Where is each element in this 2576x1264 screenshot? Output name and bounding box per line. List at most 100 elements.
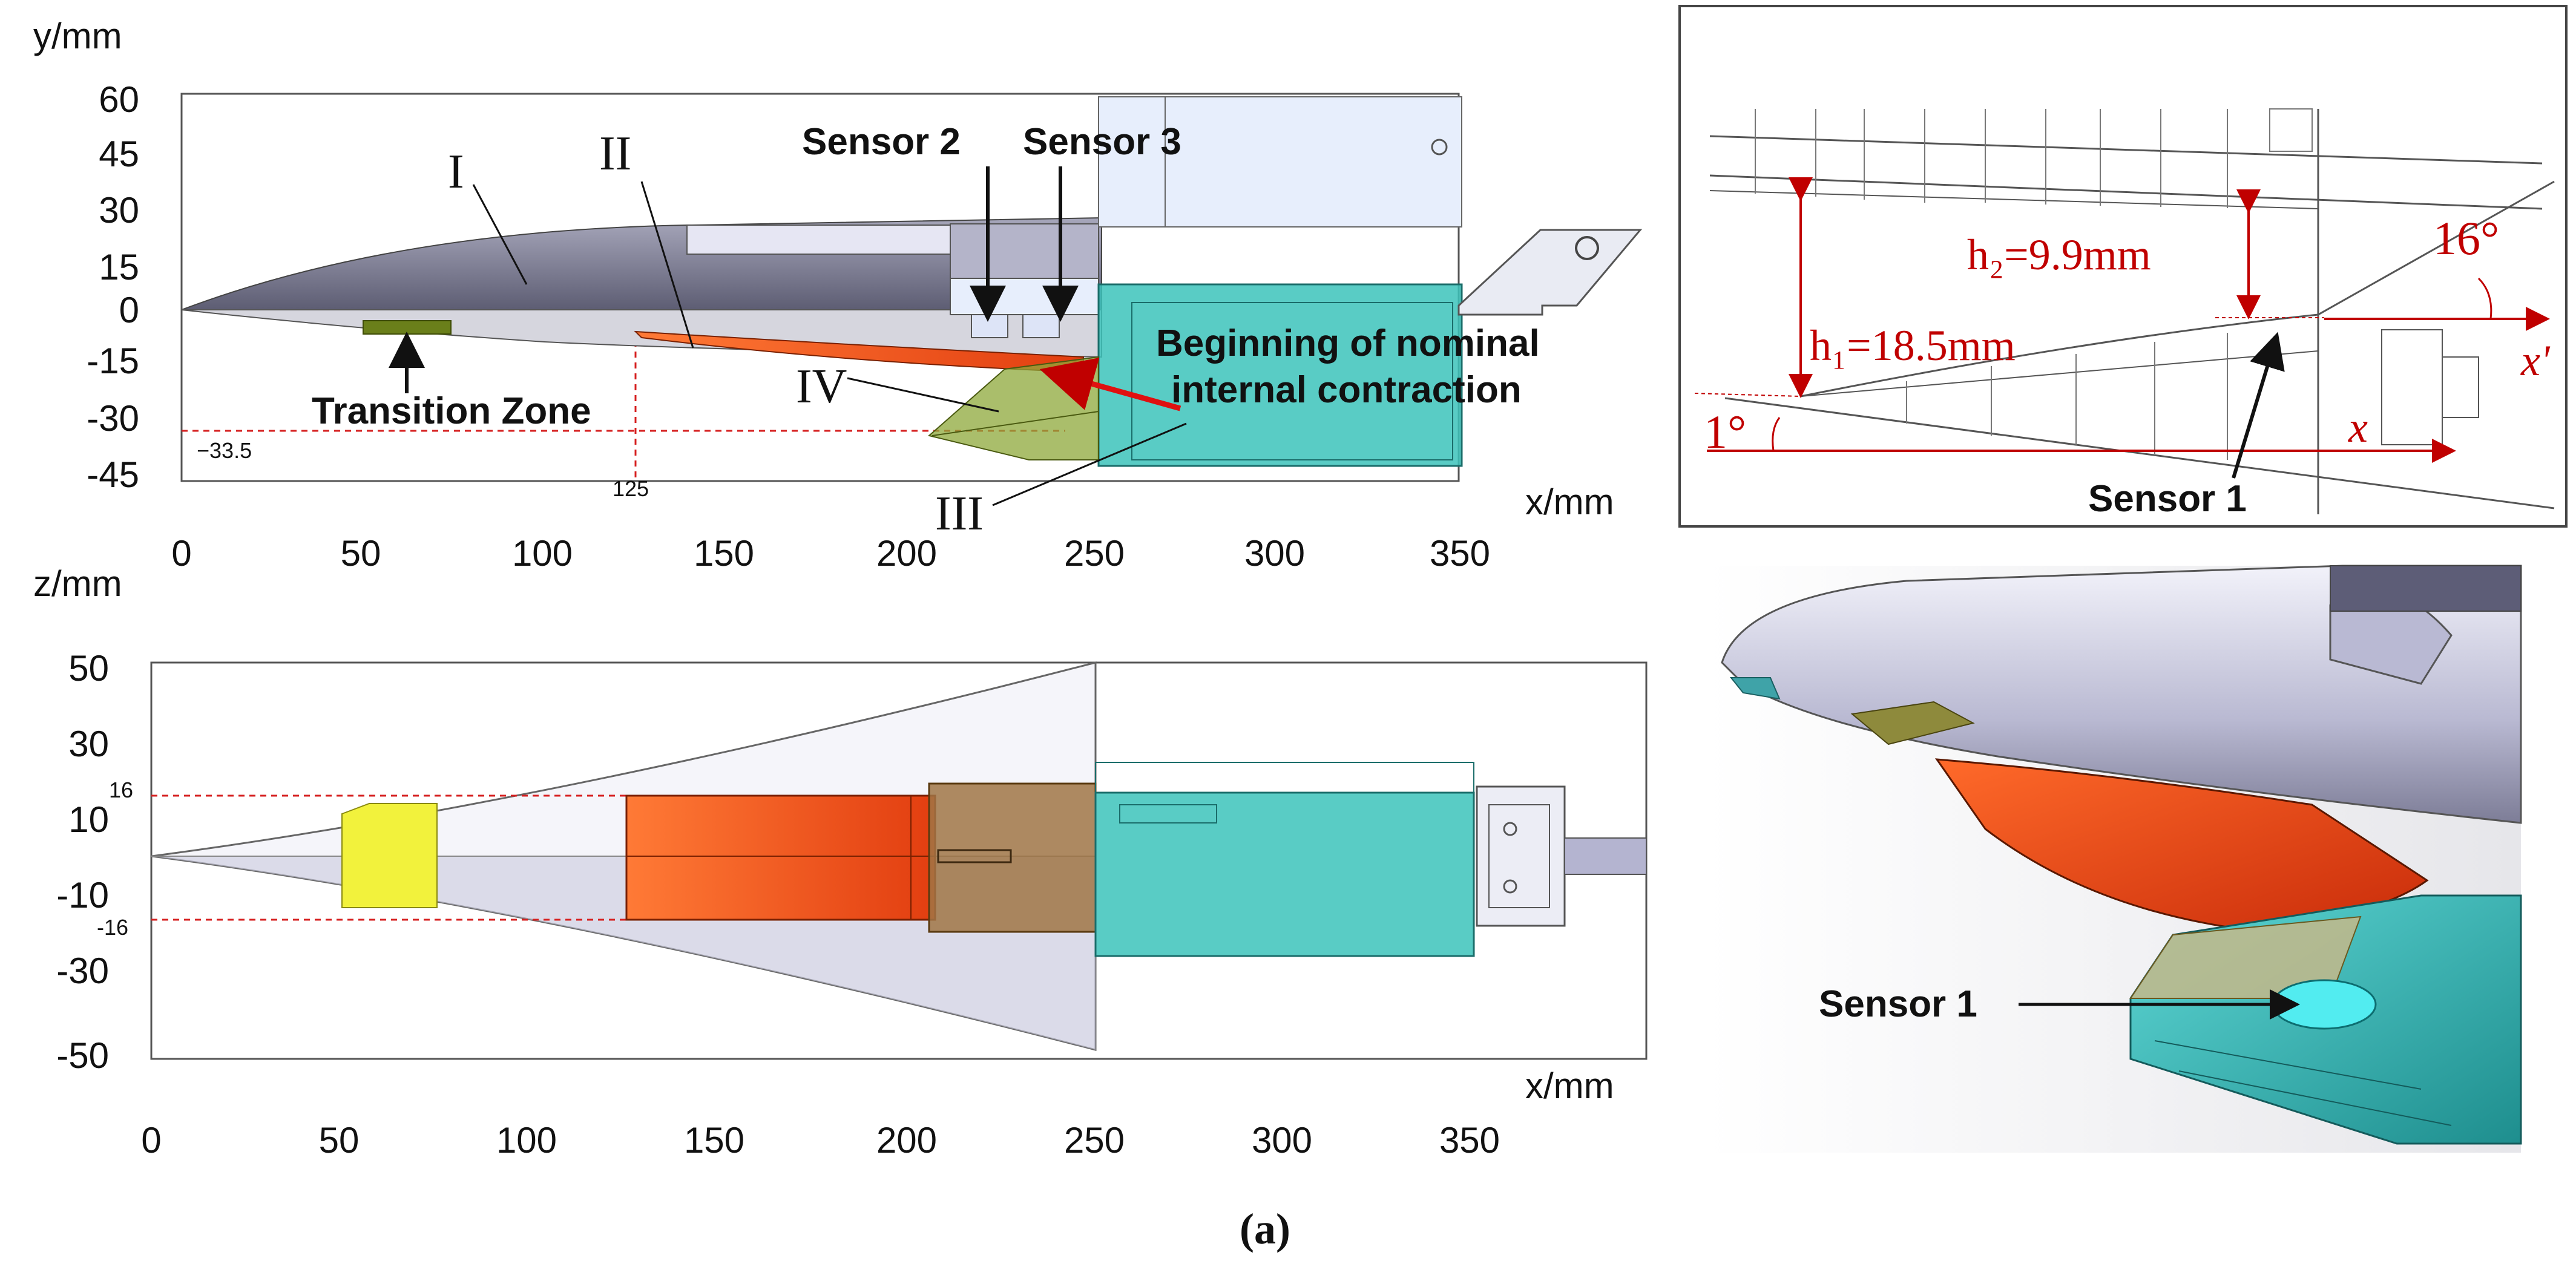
top-y-tick: 45	[99, 134, 139, 174]
region-ii-label: II	[599, 127, 631, 180]
detail-line	[1800, 350, 2319, 397]
top-y-tick: 60	[99, 79, 139, 120]
top-x-tick: 300	[1244, 533, 1305, 574]
render-top-block	[2330, 565, 2522, 612]
bottom-x-tick: 150	[684, 1120, 744, 1161]
detail-ribs	[1755, 109, 2228, 460]
transition-zone-patch	[363, 320, 452, 335]
top-x-ticks: 0 50 100 150 200 250 300 350	[171, 533, 1490, 574]
top-x-tick: 50	[341, 533, 381, 574]
sensor-housing	[950, 278, 1099, 315]
top-x-axis-label: x/mm	[1525, 482, 1614, 522]
bottom-y-tick: 50	[68, 648, 109, 689]
region-iv-label: IV	[796, 360, 847, 413]
angle-arc-small	[1772, 417, 1781, 451]
detail-box	[2442, 356, 2479, 418]
detail-frame	[1678, 5, 2568, 528]
render-sensor-label: Sensor 1	[1819, 983, 1977, 1025]
angle-ref	[1694, 393, 1801, 397]
bracket-hole	[1575, 236, 1599, 260]
render-transition-patch	[1850, 701, 1975, 745]
bottom-x-tick: 200	[876, 1120, 937, 1161]
end-plate-hole	[1503, 822, 1517, 836]
bottom-y-tick: -30	[56, 951, 109, 991]
sensor-3-mount	[1022, 314, 1060, 338]
ref-upper-value: 16	[109, 778, 133, 802]
detail-box	[2269, 108, 2313, 152]
wedge-iv	[927, 356, 1099, 460]
sensor-2-label: Sensor 2	[802, 121, 961, 163]
region-iv-leader	[847, 377, 999, 413]
bottom-plot: z/mm 50 30 10 -10 -30 -50 0 50 100 150 2…	[33, 563, 1648, 1161]
end-plate	[1476, 785, 1566, 927]
render-body	[1721, 565, 2522, 824]
end-plate-inner	[1488, 804, 1550, 908]
top-x-tick: 0	[171, 533, 191, 574]
teal-box-inner	[1131, 302, 1453, 460]
detail-line	[1709, 135, 2543, 165]
angle-small-label: 1°	[1704, 405, 1746, 458]
region-i-label: I	[448, 145, 464, 198]
region-ii-leader	[640, 181, 694, 349]
contraction-arrow	[1039, 358, 1181, 411]
detail-sensor-arrow	[2232, 332, 2285, 479]
bottom-y-ticks: 50 30 10 -10 -30 -50	[56, 648, 109, 1076]
support-bracket	[1457, 229, 1643, 316]
bottom-y-tick: 10	[68, 799, 109, 840]
region-i-leader	[472, 184, 528, 285]
region-iii-leader	[992, 422, 1187, 506]
brown-block	[928, 782, 1097, 933]
contraction-label-line2: internal contraction	[1171, 369, 1522, 411]
detail-inset: h₁=18.5mm h₂=9.9mm x x' 1° 16° Sensor 1	[1678, 5, 2568, 528]
bottom-x-tick: 50	[319, 1120, 360, 1161]
figure-caption: (a)	[1240, 1205, 1290, 1253]
bottom-y-tick: -50	[56, 1035, 109, 1076]
teal-detail	[1119, 804, 1217, 824]
orange-ramp	[625, 794, 936, 921]
bottom-x-axis-label: x/mm	[1525, 1066, 1614, 1106]
brown-slot	[937, 849, 1012, 863]
top-x-tick: 350	[1430, 533, 1490, 574]
top-y-tick: 0	[119, 290, 139, 330]
bottom-x-ticks: 0 50 100 150 200 250 300 350	[141, 1120, 1500, 1161]
yellow-zone	[341, 803, 438, 908]
top-y-tick: -15	[87, 341, 139, 381]
ref-lower-value: -16	[97, 915, 128, 940]
top-plot: y/mm 60 45 30 15 0 -15 -30 -45 0 50 100 …	[33, 16, 1643, 574]
angle-large-label: 16°	[2433, 212, 2499, 264]
contraction-label-line1: Beginning of nominal	[1156, 323, 1540, 364]
x-prime-label: x'	[2520, 336, 2551, 385]
detail-sensor-label: Sensor 1	[2088, 478, 2247, 520]
top-x-tick: 100	[512, 533, 573, 574]
detail-line	[1709, 174, 2543, 210]
end-plate-hole	[1503, 879, 1517, 894]
top-y-tick: 30	[99, 190, 139, 231]
teal-combustor	[1094, 791, 1475, 957]
x-axis-label: x	[2348, 403, 2368, 451]
top-y-axis-label: y/mm	[33, 16, 122, 56]
top-x-tick: 200	[876, 533, 937, 574]
render-3d: Sensor 1	[1707, 565, 2522, 1153]
bottom-x-tick: 350	[1439, 1120, 1500, 1161]
sensor-3-label: Sensor 3	[1023, 121, 1181, 163]
bottom-y-tick: 30	[68, 724, 109, 764]
ref-x-value: 125	[613, 476, 649, 501]
top-y-ticks: 60 45 30 15 0 -15 -30 -45	[87, 79, 139, 495]
h1-label: h₁=18.5mm	[1810, 321, 2016, 370]
bottom-x-tick: 250	[1064, 1120, 1125, 1161]
teal-combustor-outline	[1095, 762, 1474, 957]
bottom-x-tick: 0	[141, 1120, 161, 1161]
angle-arc-large	[2477, 277, 2492, 319]
render-nose-patch	[1729, 677, 1781, 700]
bottom-x-tick: 300	[1252, 1120, 1312, 1161]
bottom-y-axis-label: z/mm	[33, 563, 122, 604]
region-iii-label: III	[935, 487, 984, 540]
top-y-tick: -30	[87, 398, 139, 439]
bottom-y-tick: -10	[56, 875, 109, 915]
render-wedge	[2129, 915, 2362, 999]
ref-y-value: −33.5	[197, 438, 252, 463]
bottom-x-tick: 100	[496, 1120, 557, 1161]
sensor-2-mount	[971, 314, 1008, 338]
wedge-line	[932, 411, 1099, 436]
